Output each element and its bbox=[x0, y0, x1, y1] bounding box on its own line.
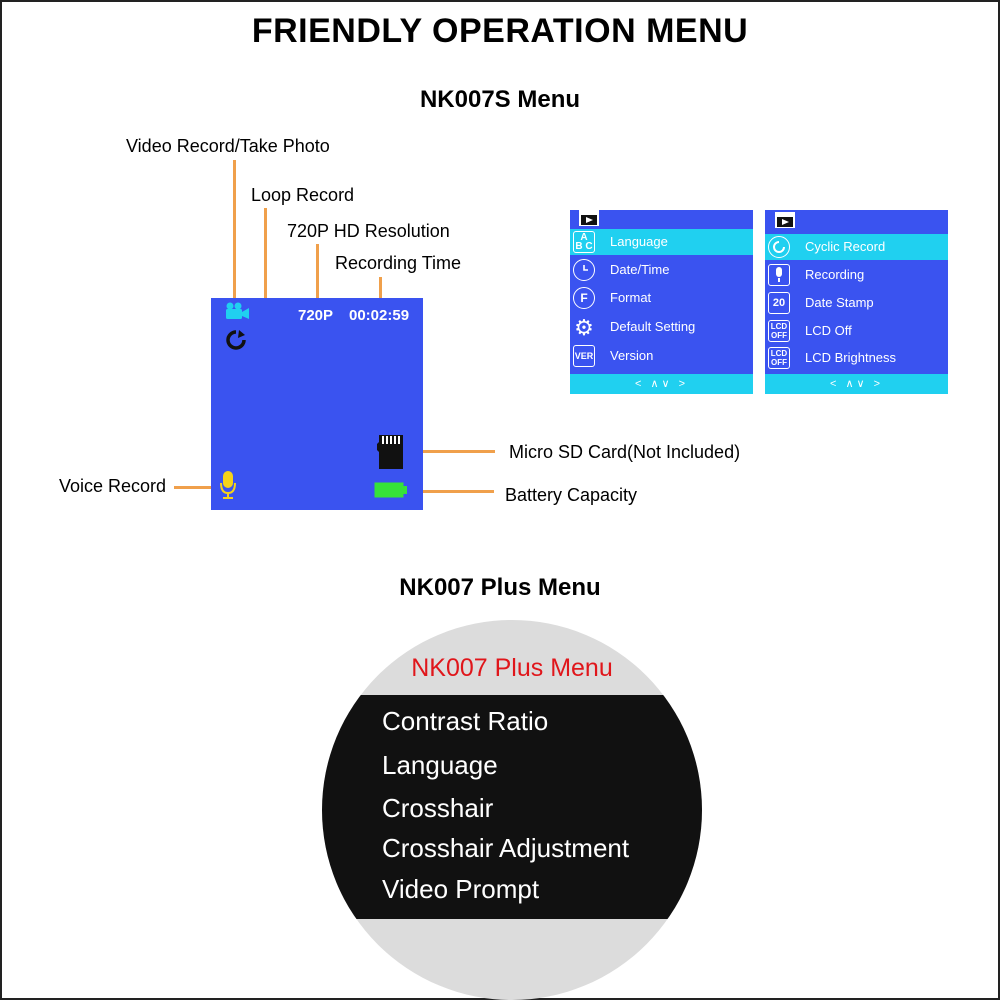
menu-label: Date/Time bbox=[610, 262, 670, 277]
menu-item-version[interactable]: VER Version bbox=[570, 343, 753, 369]
nk007plus-heading: NK007 Plus Menu bbox=[399, 574, 601, 601]
plus-menu-item-contrast-ratio[interactable]: Contrast Ratio bbox=[382, 706, 549, 736]
plus-menu-item-crosshair-adjustment[interactable]: Crosshair Adjustment bbox=[382, 833, 630, 863]
nk007s-heading: NK007S Menu bbox=[419, 86, 581, 113]
panel-header bbox=[570, 210, 753, 228]
leader-line-sd bbox=[423, 450, 495, 453]
menu-item-date-time[interactable]: Date/Time bbox=[570, 257, 753, 283]
menu-label: Date Stamp bbox=[805, 295, 874, 310]
plus-menu-item-language[interactable]: Language bbox=[382, 750, 498, 780]
leader-line-loop bbox=[264, 208, 267, 342]
callout-resolution: 720P HD Resolution bbox=[287, 221, 450, 241]
loop-record-icon bbox=[226, 330, 246, 350]
clock-icon bbox=[573, 259, 595, 281]
callout-loop-record: Loop Record bbox=[251, 185, 355, 205]
page-title: FRIENDLY OPERATION MENU bbox=[251, 12, 749, 50]
callout-recording-time: Recording Time bbox=[335, 253, 462, 273]
plus-menu-item-video-prompt[interactable]: Video Prompt bbox=[382, 874, 540, 904]
menu-label: Recording bbox=[805, 267, 865, 282]
menu-item-format[interactable]: F Format bbox=[570, 285, 753, 311]
menu-label: Language bbox=[610, 234, 668, 249]
camera-screen: 720P 00:02:59 bbox=[211, 298, 423, 510]
recording-time-readout: 00:02:59 bbox=[349, 307, 410, 324]
menu-item-recording[interactable]: Recording bbox=[765, 262, 948, 288]
panel-header bbox=[765, 210, 948, 228]
menu-label: LCD Brightness bbox=[805, 350, 897, 365]
callout-video-record: Video Record/Take Photo bbox=[126, 136, 330, 156]
version-icon: VER bbox=[573, 345, 595, 367]
menu-list-band bbox=[322, 695, 702, 919]
menu-item-default-setting[interactable]: ⚙ Default Setting bbox=[570, 314, 753, 340]
menu-label: Format bbox=[610, 290, 652, 305]
menu-item-date-stamp[interactable]: 20 Date Stamp bbox=[765, 290, 948, 316]
microphone-icon bbox=[220, 471, 236, 499]
callout-voice-record: Voice Record bbox=[59, 476, 167, 496]
leader-line-battery bbox=[418, 490, 494, 493]
clapperboard-icon bbox=[775, 212, 795, 228]
nk007plus-menu-circle: NK007 Plus Menu Contrast Ratio Language … bbox=[322, 620, 702, 1000]
plus-menu-item-crosshair[interactable]: Crosshair bbox=[382, 793, 494, 823]
date-stamp-icon: 20 bbox=[768, 292, 790, 314]
microphone-icon bbox=[768, 264, 790, 286]
battery-icon bbox=[374, 482, 407, 498]
resolution-readout: 720P bbox=[298, 307, 334, 324]
callout-micro-sd: Micro SD Card(Not Included) bbox=[509, 442, 741, 462]
menu-label: LCD Off bbox=[805, 323, 852, 338]
leader-line-video bbox=[233, 160, 236, 300]
micro-sd-card-icon bbox=[377, 435, 403, 469]
menu-label: Cyclic Record bbox=[805, 239, 886, 254]
menu-item-cyclic-record[interactable]: Cyclic Record bbox=[765, 234, 948, 260]
leader-line-time bbox=[379, 277, 382, 300]
nav-bar[interactable]: < ∧∨ > bbox=[570, 374, 753, 394]
clapperboard-icon bbox=[579, 210, 599, 226]
menu-item-lcd-brightness[interactable]: LCD OFF LCD Brightness bbox=[765, 345, 948, 371]
cyclic-record-icon bbox=[768, 236, 790, 258]
video-camera-icon bbox=[226, 302, 249, 319]
circle-menu-title: NK007 Plus Menu bbox=[411, 654, 613, 682]
leader-line-resolution bbox=[316, 244, 319, 300]
lcd-brightness-icon: LCD OFF bbox=[768, 347, 790, 369]
leader-line-voice bbox=[174, 486, 218, 489]
callout-battery: Battery Capacity bbox=[505, 485, 638, 505]
menu-label: Version bbox=[610, 348, 654, 363]
settings-menu-panel-2: Cyclic Record Recording 20 Date Stamp LC… bbox=[765, 210, 948, 394]
nav-bar[interactable]: < ∧∨ > bbox=[765, 374, 948, 394]
gear-icon: ⚙ bbox=[574, 314, 594, 340]
menu-item-lcd-off[interactable]: LCD OFF LCD Off bbox=[765, 318, 948, 344]
menu-label: Default Setting bbox=[610, 319, 696, 334]
lcd-off-icon: LCD OFF bbox=[768, 320, 790, 342]
format-icon: F bbox=[573, 287, 595, 309]
